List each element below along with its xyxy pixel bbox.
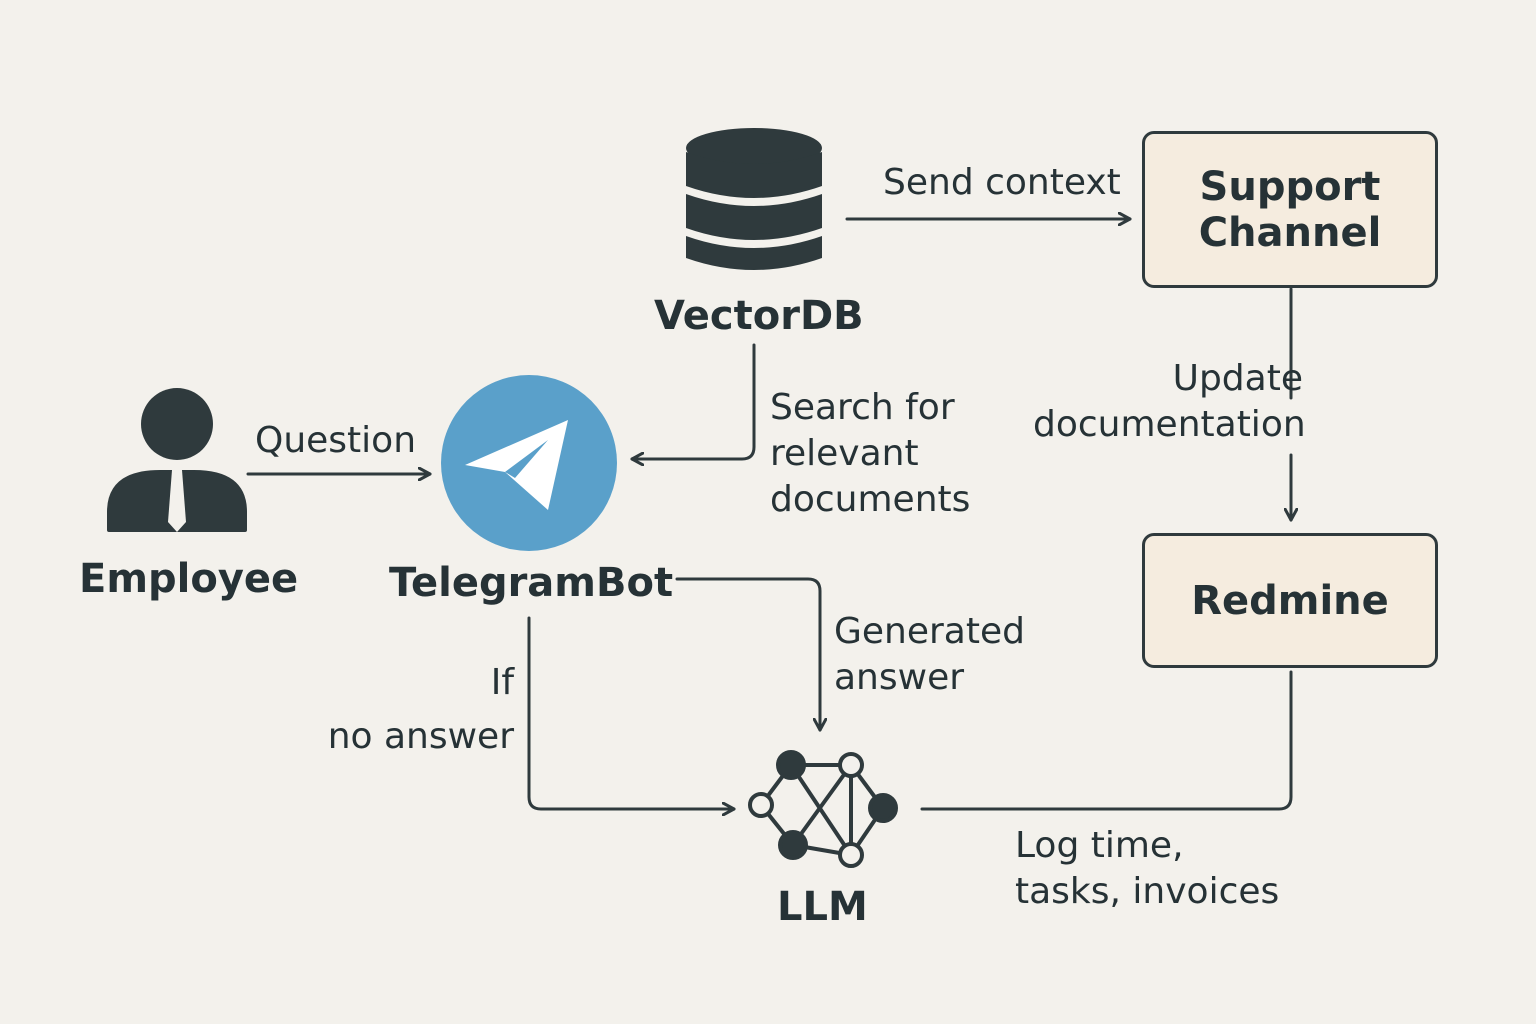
redmine-label: Redmine xyxy=(1191,577,1389,624)
database-icon xyxy=(686,128,822,270)
vectordb-label: VectorDB xyxy=(654,293,864,339)
edge-label-log-time: Log time, tasks, invoices xyxy=(1015,823,1279,915)
edge-label-update-doc: Update documentation xyxy=(1033,356,1306,448)
edge-label-if-no-answer-line-2: no answer xyxy=(327,716,514,757)
edge-label-if-no-answer-line-1: If xyxy=(490,662,514,703)
edge-label-log-time-line-2: tasks, invoices xyxy=(1015,871,1280,912)
edge-label-update-doc-line-1: Update xyxy=(1172,358,1303,399)
edge-label-search-line-3: documents xyxy=(770,479,971,520)
edge-log-time xyxy=(920,670,1293,811)
edge-label-update-doc-line-2: documentation xyxy=(1033,404,1306,445)
neural-network-icon xyxy=(748,750,898,868)
redmine-box: Redmine xyxy=(1142,533,1438,668)
edge-label-if-no-answer: If no answer xyxy=(300,660,514,760)
support-channel-box: Support Channel xyxy=(1142,131,1438,288)
edge-label-generated-answer-line-1: Generated xyxy=(834,611,1025,652)
edge-label-generated-answer: Generated answer xyxy=(834,609,1025,701)
telegram-icon xyxy=(441,375,617,551)
edge-label-search: Search for relevant documents xyxy=(770,385,970,523)
edge-if-no-answer xyxy=(527,616,736,809)
edge-search xyxy=(630,343,756,459)
support-channel-label-line-2: Channel xyxy=(1198,209,1382,256)
edge-label-send-context: Send context xyxy=(883,162,1121,203)
employee-label: Employee xyxy=(79,556,299,602)
edge-label-search-line-2: relevant xyxy=(770,433,919,474)
edge-label-question: Question xyxy=(255,420,417,461)
llm-label: LLM xyxy=(777,884,868,930)
person-icon xyxy=(107,388,247,532)
edge-label-generated-answer-line-2: answer xyxy=(834,657,965,698)
edge-label-log-time-line-1: Log time, xyxy=(1015,825,1184,866)
support-channel-label-line-1: Support xyxy=(1199,163,1381,210)
edge-label-search-line-1: Search for xyxy=(770,387,955,428)
edge-generated-answer xyxy=(675,577,820,732)
support-channel-label: Support Channel xyxy=(1199,164,1382,256)
telegram-bot-label: TelegramBot xyxy=(389,560,674,606)
